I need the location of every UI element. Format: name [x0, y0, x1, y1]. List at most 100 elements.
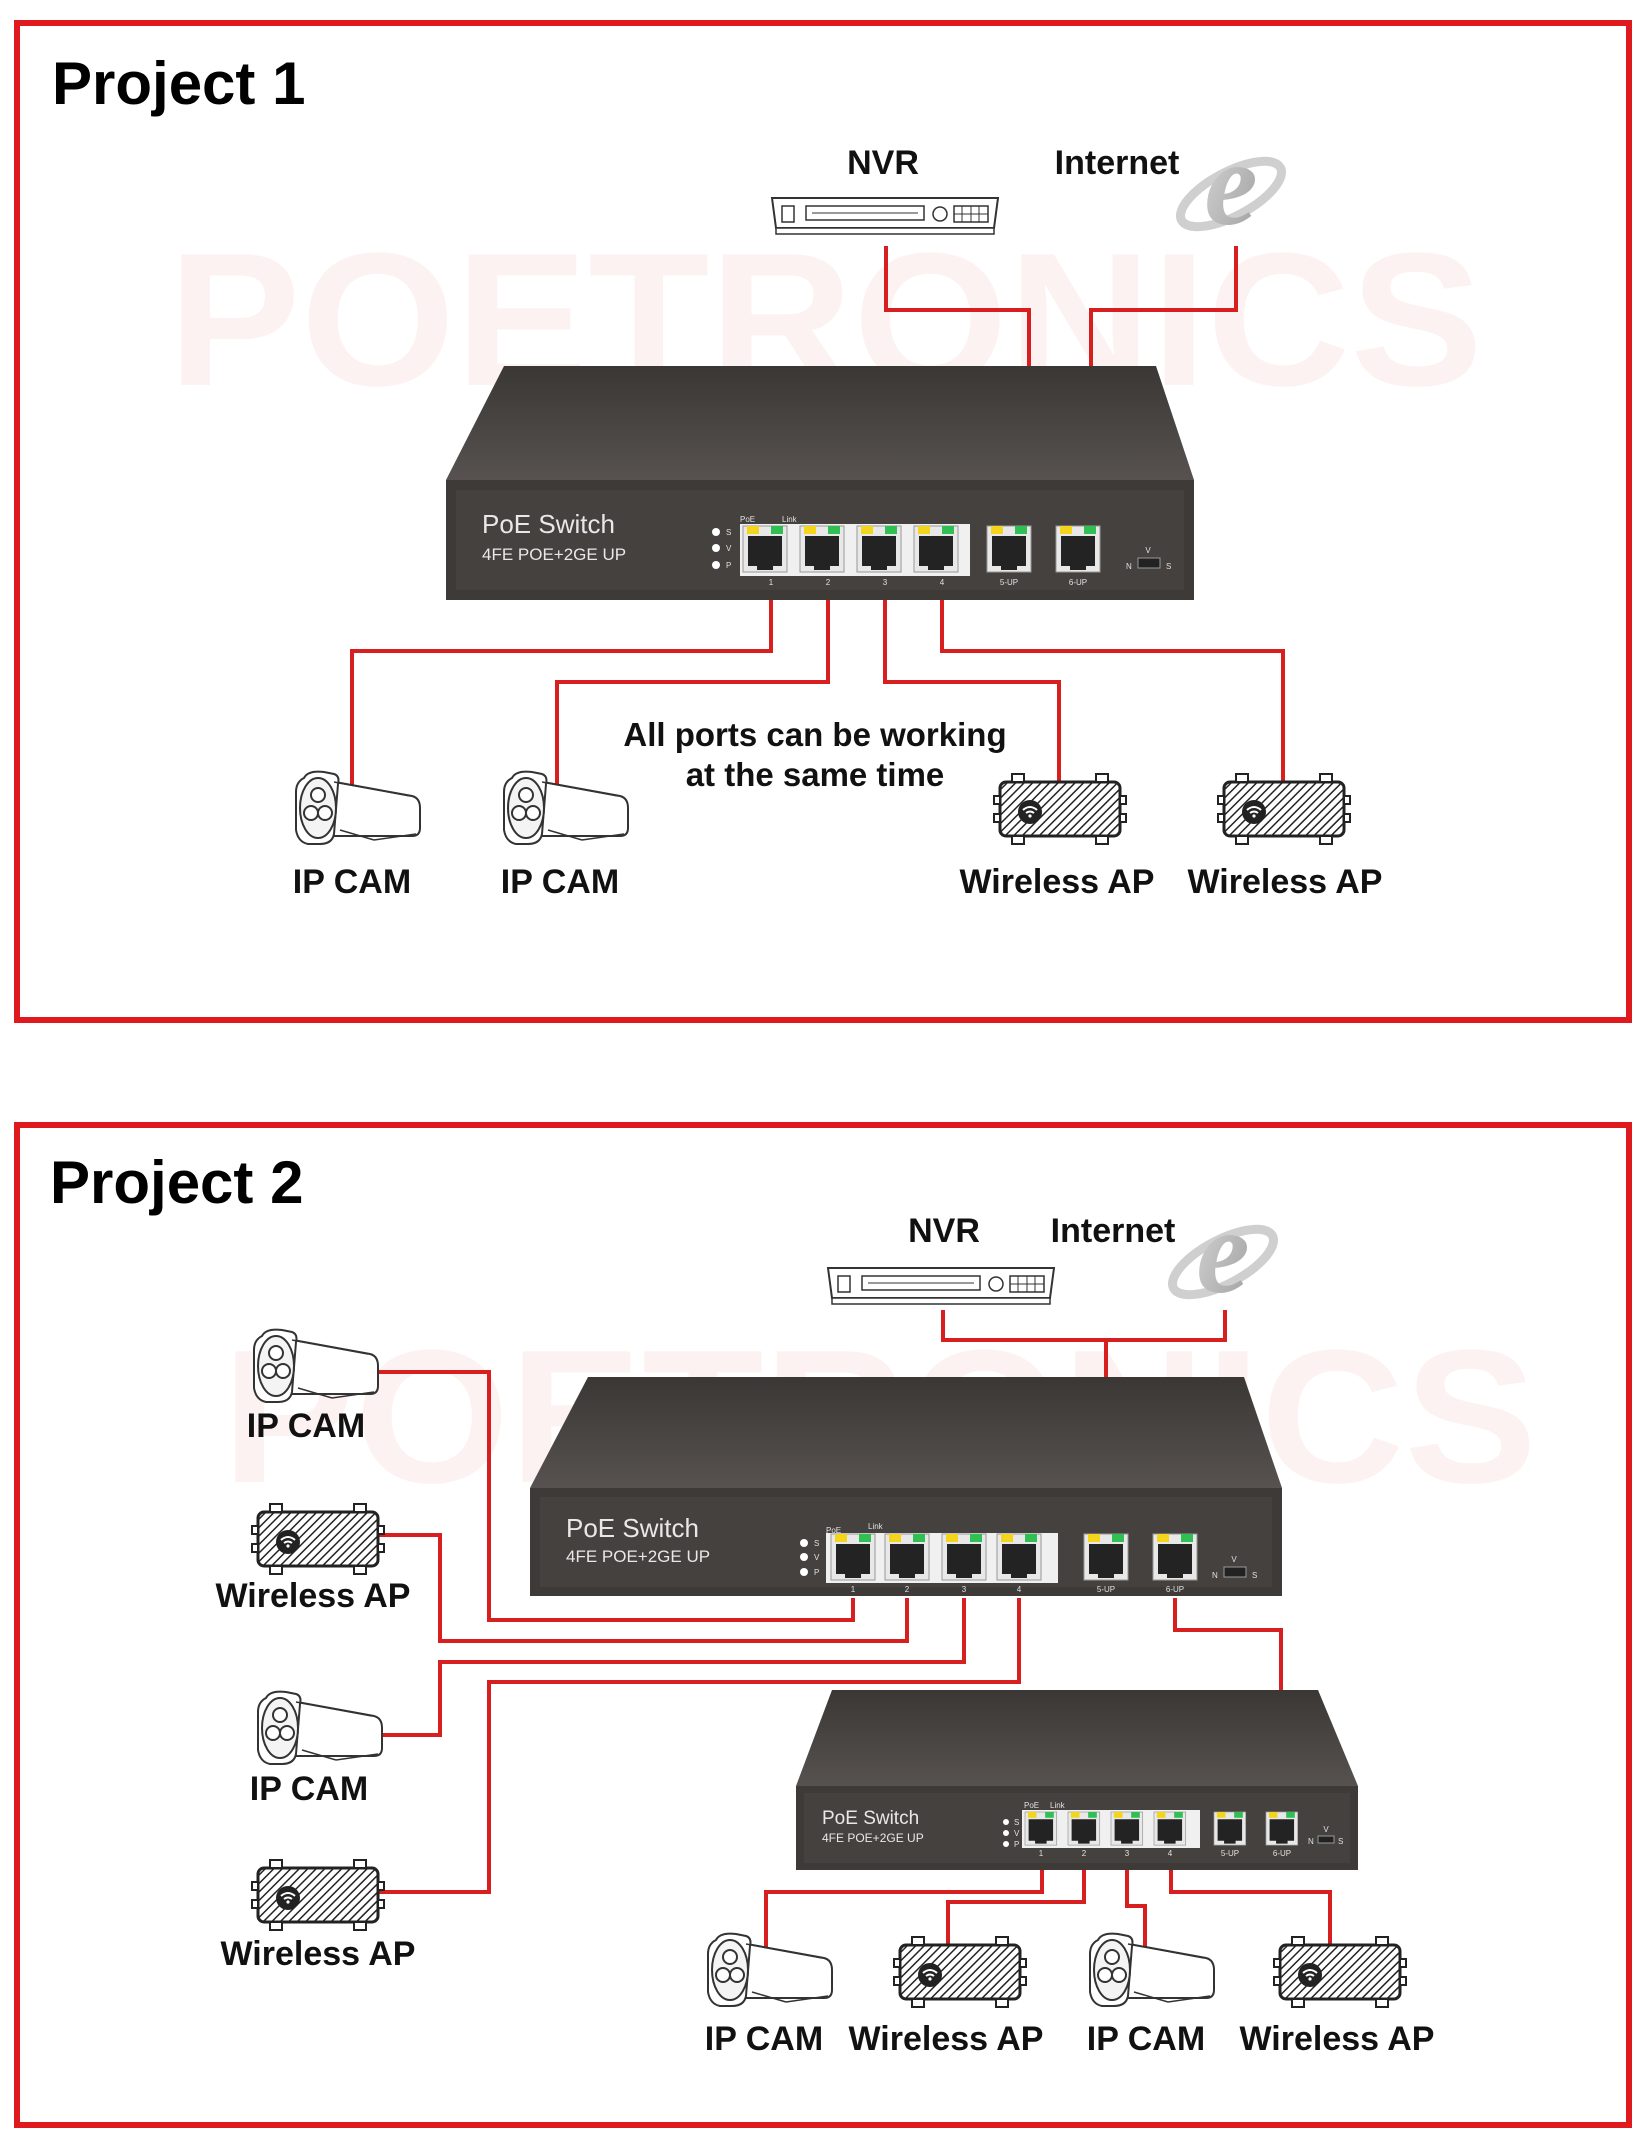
device-label: Wireless AP [1240, 2020, 1435, 2058]
port-5-up [986, 525, 1032, 573]
wire-lower-port4 [1169, 1850, 1332, 1948]
project1-panel: POETRONICS Project 1 NVR Internet PoE Sw… [14, 20, 1632, 1023]
port-5-up [1213, 1811, 1247, 1846]
port-6-up [1265, 1811, 1299, 1846]
mode-switch [1317, 1835, 1335, 1844]
mode-n-label: N [1308, 1837, 1314, 1846]
port-6-up [1055, 525, 1101, 573]
poe-switch-cascaded: PoE Switch 4FE POE+2GE UP S V P PoE Link… [796, 1690, 1358, 1870]
mode-s-label: S [1166, 562, 1171, 571]
link-label: Link [782, 515, 798, 524]
internet-label: Internet [1051, 1212, 1176, 1250]
indicator-v: V [1014, 1829, 1020, 1838]
port-2-label: 2 [905, 1585, 910, 1594]
wireless-ap-icon [992, 772, 1128, 846]
port-3-label: 3 [1125, 1849, 1130, 1858]
wire-port2-cam2 [555, 566, 830, 785]
wireless-ap-icon [1216, 772, 1352, 846]
wire-port1-cam [372, 1370, 855, 1622]
wire-lower-port3 [1125, 1850, 1147, 1948]
note-line-2: at the same time [686, 756, 945, 793]
switch-name: PoE Switch [822, 1808, 919, 1829]
wireless-ap-icon [1272, 1935, 1408, 2009]
link-label: Link [868, 1522, 884, 1531]
project1-title: Project 1 [52, 50, 305, 117]
port-1-label: 1 [1039, 1849, 1044, 1858]
wire-nvr-internet [941, 1310, 1227, 1342]
nvr-label: NVR [847, 144, 919, 182]
port-2 [1067, 1811, 1101, 1846]
indicator-p: P [814, 1568, 819, 1577]
switch-model: 4FE POE+2GE UP [482, 545, 626, 564]
wire-lower-port2 [946, 1850, 1086, 1948]
port-3-label: 3 [962, 1585, 967, 1594]
mode-switch [1223, 1566, 1247, 1578]
port-6-label: 6-UP [1166, 1585, 1184, 1594]
device-label: Wireless AP [1188, 863, 1383, 901]
poe-switch: PoE Switch 4FE POE+2GE UP S V P PoE Link… [530, 1377, 1282, 1596]
wire-lower-port1 [764, 1850, 1044, 1948]
project2-title: Project 2 [50, 1149, 303, 1216]
mode-v-label: V [1231, 1555, 1237, 1564]
port-6-label: 6-UP [1273, 1849, 1291, 1858]
wireless-ap-icon [250, 1858, 386, 1932]
indicator-p: P [1014, 1840, 1019, 1849]
port-4 [913, 525, 959, 573]
port-1 [830, 1533, 876, 1581]
port-2-label: 2 [1082, 1849, 1087, 1858]
device-label: Wireless AP [221, 1935, 416, 1973]
mode-n-label: N [1126, 562, 1132, 571]
switch-name: PoE Switch [566, 1513, 699, 1543]
wire-port2-ap [372, 1533, 909, 1643]
port-4-label: 4 [1017, 1585, 1022, 1594]
poe-label: PoE [1024, 1801, 1039, 1810]
device-label: IP CAM [250, 1770, 368, 1808]
port-2 [799, 525, 845, 573]
port-4-label: 4 [940, 578, 945, 587]
switch-name: PoE Switch [482, 509, 615, 539]
port-4-label: 4 [1168, 1849, 1173, 1858]
port-6-label: 6-UP [1069, 578, 1087, 587]
device-label: IP CAM [293, 863, 411, 901]
port-2 [884, 1533, 930, 1581]
mode-v-label: V [1323, 1825, 1329, 1834]
mode-s-label: S [1338, 1837, 1343, 1846]
mode-switch [1137, 557, 1161, 569]
port-3 [856, 525, 902, 573]
indicator-v: V [726, 544, 732, 553]
device-label: IP CAM [1087, 2020, 1205, 2058]
nvr-device-icon [771, 197, 999, 235]
device-label: Wireless AP [960, 863, 1155, 901]
wire-port1-cam1 [350, 566, 773, 785]
indicator-v: V [814, 1553, 820, 1562]
poe-switch: PoE Switch 4FE POE+2GE UP S V P PoE Link… [446, 366, 1194, 600]
port-5-label: 5-UP [1221, 1849, 1239, 1858]
indicator-s: S [726, 528, 731, 537]
nvr-label: NVR [908, 1212, 980, 1250]
port-5-label: 5-UP [1000, 578, 1018, 587]
port-1-label: 1 [769, 578, 774, 587]
port-6-up [1152, 1533, 1198, 1581]
switch-model: 4FE POE+2GE UP [566, 1547, 710, 1566]
project2-panel: POETRONICS Project 2 NVR Internet PoE Sw… [14, 1122, 1632, 2128]
wire-port4-ap2 [940, 566, 1285, 790]
note-line-1: All ports can be working [623, 716, 1006, 753]
mode-v-label: V [1145, 546, 1151, 555]
wire-port4-ap [372, 1598, 1021, 1894]
device-label: Wireless AP [216, 1577, 411, 1615]
port-1-label: 1 [851, 1585, 856, 1594]
port-1 [1024, 1811, 1058, 1846]
internet-label: Internet [1055, 144, 1180, 182]
poe-label: PoE [740, 515, 755, 524]
port-4 [996, 1533, 1042, 1581]
link-label: Link [1050, 1801, 1066, 1810]
mode-n-label: N [1212, 1571, 1218, 1580]
wire-port3-cam [372, 1598, 966, 1737]
indicator-p: P [726, 561, 731, 570]
port-1 [742, 525, 788, 573]
wireless-ap-icon [250, 1502, 386, 1576]
indicator-s: S [1014, 1818, 1019, 1827]
port-4 [1153, 1811, 1187, 1846]
wireless-ap-icon [892, 1935, 1028, 2009]
